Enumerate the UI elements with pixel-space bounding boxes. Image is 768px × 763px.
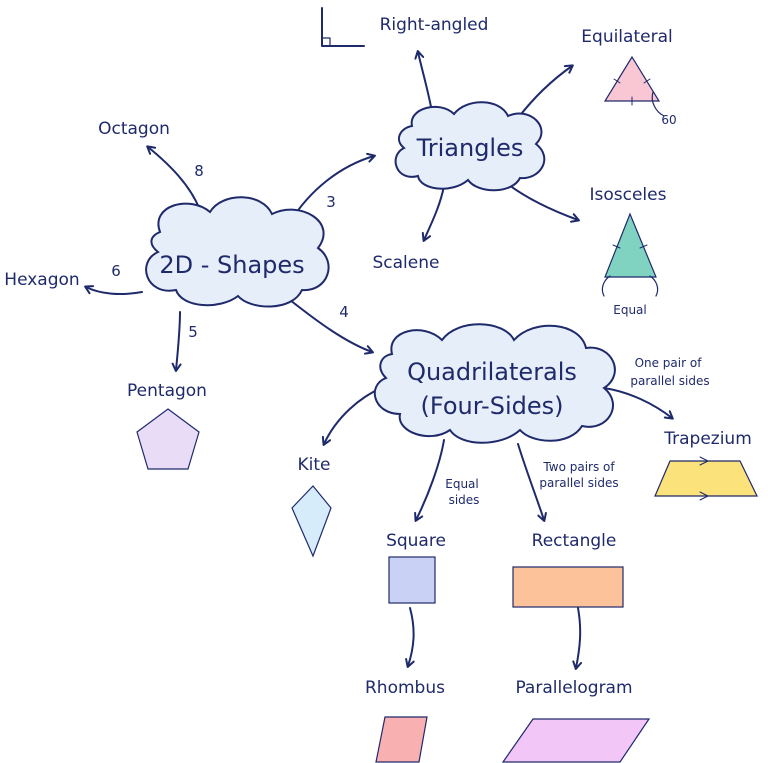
parallelogram-shape [501, 718, 651, 763]
isosceles-note: Equal [613, 303, 647, 317]
pentagon-label: Pentagon [127, 381, 207, 401]
triangle-count: 3 [326, 193, 336, 211]
isosceles-tick-left [612, 244, 621, 249]
equilateral-tick-left [613, 78, 621, 84]
rhombus-shape [375, 716, 428, 763]
edge-hub-pentagon [171, 311, 182, 372]
equilateral-label: Equilateral [581, 27, 672, 47]
right-angle-glyph [321, 7, 365, 47]
hexagon-sides: 6 [111, 262, 121, 280]
edge-quad-rectangle [517, 443, 547, 522]
parallelogram-label: Parallelogram [515, 678, 632, 698]
edge-hub-octagon [146, 145, 201, 211]
square-shape [388, 556, 436, 604]
isosceles-triangle [604, 212, 657, 278]
edge-square-rhombus [405, 607, 415, 668]
edge-quad-square [414, 439, 445, 522]
rectangle-note-line1: Two pairs of [542, 460, 615, 474]
trapezium-parallel-mark-bottom [699, 491, 709, 501]
square-note-line2: sides [449, 493, 480, 507]
triangles-cloud [394, 101, 546, 192]
trapezium-shape [654, 460, 758, 497]
triangles-label: Triangles [416, 134, 524, 162]
isosceles-tick-right [639, 244, 648, 249]
pentagon-shape [136, 408, 200, 470]
trapezium-note-line2: parallel sides [630, 374, 709, 388]
rectangle-shape [512, 566, 624, 608]
kite-shape [291, 485, 332, 558]
square-note-line1: Equal [445, 477, 479, 491]
isosceles-label: Isosceles [590, 185, 667, 205]
pentagon-sides: 5 [188, 323, 198, 341]
octagon-label: Octagon [98, 119, 170, 139]
equilateral-angle-label: 60 [661, 113, 676, 127]
rhombus-label: Rhombus [365, 678, 445, 698]
scalene-label: Scalene [373, 253, 440, 273]
rectangle-note-line2: parallel sides [539, 476, 618, 490]
quadrilaterals-label-line1: Quadrilaterals [407, 358, 577, 386]
edge-triangles-right-angled [414, 50, 433, 113]
quadrilaterals-cloud [373, 323, 616, 444]
square-label: Square [386, 531, 446, 551]
edge-quad-trapezium [603, 387, 674, 420]
trapezium-label: Trapezium [663, 429, 752, 449]
edge-triangles-equilateral [517, 64, 574, 119]
trapezium-note-line1: One pair of [635, 356, 703, 370]
edge-hub-quadrilaterals [289, 299, 374, 355]
kite-label: Kite [298, 455, 331, 475]
rectangle-label: Rectangle [532, 531, 617, 551]
octagon-sides: 8 [194, 162, 204, 180]
edge-rectangle-parallelogram [572, 607, 583, 670]
quadrilaterals-label-line2: (Four-Sides) [421, 392, 564, 420]
equilateral-triangle [603, 55, 661, 102]
edge-triangles-scalene [421, 185, 445, 242]
hexagon-label: Hexagon [4, 270, 79, 290]
quad-count: 4 [339, 303, 349, 321]
right-angle-marker [321, 37, 331, 47]
trapezium-parallel-mark-top [699, 456, 709, 466]
edge-triangles-isosceles [504, 181, 580, 223]
isosceles-arc-left [601, 275, 611, 297]
right-angled-label: Right-angled [380, 15, 489, 35]
edge-hub-hexagon [84, 285, 143, 296]
hub-label: 2D - Shapes [159, 251, 304, 279]
isosceles-arc-right [649, 275, 659, 297]
equilateral-angle-arc [651, 91, 665, 117]
equilateral-tick-right [643, 78, 651, 84]
hub-cloud [145, 196, 330, 308]
